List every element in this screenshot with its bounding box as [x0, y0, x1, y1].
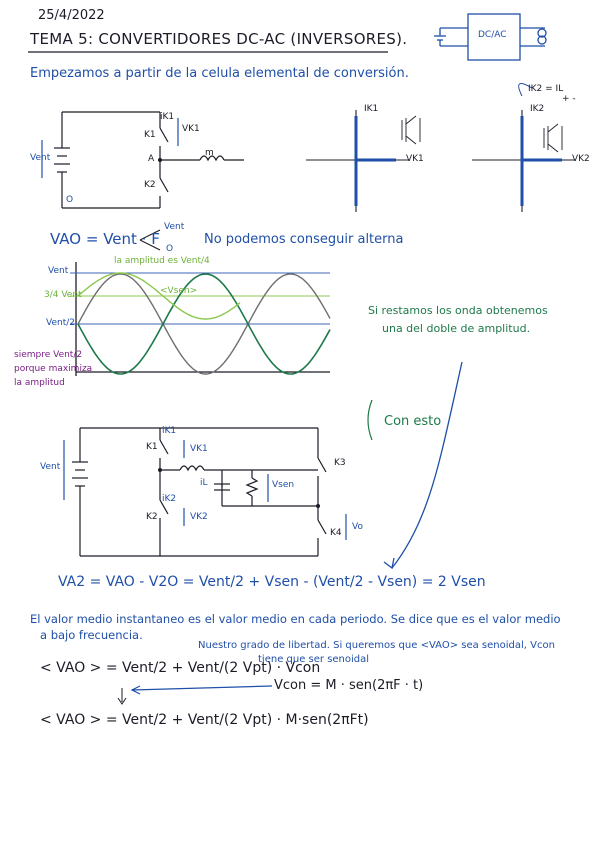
- wave-y-half: Vent/2: [46, 318, 75, 328]
- bridge-node-i: iL: [200, 478, 208, 488]
- wave-y-34: 3/4 Vent: [44, 290, 82, 300]
- eq1-option-top: Vent: [164, 222, 185, 232]
- bridge-k1: K1: [146, 442, 158, 452]
- bridge-k4: K4: [330, 528, 342, 538]
- eq1-remark: No podemos conseguir alterna: [204, 232, 404, 247]
- freedom-note-line2: tiene que ser senoidal: [258, 654, 370, 665]
- char2-note: IK2 = IL: [528, 84, 564, 94]
- bridge-vk1: VK1: [190, 444, 208, 454]
- bridge-ik2: iK2: [162, 494, 177, 504]
- equation-2: VA2 = VAO - V2O = Vent/2 + Vsen - (Vent/…: [58, 574, 486, 590]
- cell-ik1: iK1: [160, 112, 175, 122]
- dc-ac-label: DC/AC: [478, 30, 507, 40]
- igbt-symbol-2: [543, 123, 563, 153]
- wave-lime: [77, 272, 241, 320]
- char2-v-label: VK2: [572, 154, 590, 164]
- con-esto-bracket: [367, 399, 373, 441]
- bridge-k2: K2: [146, 512, 158, 522]
- bridge-vent: Vent: [40, 462, 61, 472]
- side-note-line1: Si restamos los onda obtenemos: [368, 304, 548, 317]
- vcon-arrow: [131, 685, 273, 691]
- bridge-vo: Vo: [352, 522, 363, 532]
- con-esto: Con esto: [384, 414, 442, 429]
- igbt-symbol-1: [401, 115, 421, 145]
- long-arrow: [391, 361, 463, 569]
- cell-k2: K2: [144, 180, 156, 190]
- cell-node-o: O: [66, 195, 74, 205]
- page-title: TEMA 5: CONVERTIDORES DC-AC (INVERSORES)…: [30, 30, 408, 48]
- bridge-ik1: iK1: [162, 426, 177, 436]
- wave-green: [77, 273, 331, 375]
- paragraph-line2: a bajo frecuencia.: [40, 628, 143, 642]
- cell-circuit: [54, 111, 244, 209]
- cell-arrows: [41, 118, 179, 178]
- cell-k1: K1: [144, 130, 156, 140]
- equation-4: < VAO > = Vent/2 + Vent/(2 Vpt) · M·sen(…: [40, 712, 369, 728]
- cell-inductor: m: [205, 148, 214, 158]
- char2-note-arrow: [518, 83, 533, 97]
- bridge-k3: K3: [334, 458, 346, 468]
- equation-3: < VAO > = Vent/2 + Vent/(2 Vpt) · Vcon: [40, 660, 321, 676]
- char1-trace: [354, 116, 396, 206]
- cell-node-a: A: [148, 154, 155, 164]
- bridge-circuit: [72, 427, 327, 557]
- char2-note2: + -: [562, 94, 576, 104]
- vcon-definition: Vcon = M · sen(2πF · t): [274, 678, 424, 693]
- cell-vent: Vent: [30, 153, 51, 163]
- date: 25/4/2022: [38, 8, 105, 23]
- waveform-levels: [70, 272, 330, 325]
- side-note-line2: una del doble de amplitud.: [382, 322, 531, 335]
- dc-ac-block: [434, 13, 547, 61]
- freedom-note-line1: Nuestro grado de libertad. Si queremos q…: [198, 640, 555, 651]
- wave-left-note-1: siempre Vent/2: [14, 350, 83, 360]
- char2-i-label: IK2: [530, 104, 545, 114]
- wave-amp-note: la amplitud es Vent/4: [114, 256, 210, 266]
- wave-y-top: Vent: [48, 266, 69, 276]
- char1-i-label: IK1: [364, 104, 379, 114]
- wave-vsen-label: <Vsen>: [160, 286, 198, 296]
- option-bracket: [139, 229, 161, 251]
- wave-left-note-3: la amplitud: [14, 378, 65, 388]
- intro-text: Empezamos a partir de la celula elementa…: [30, 66, 409, 81]
- wave-gray: [77, 273, 331, 375]
- paragraph-line1: El valor medio instantaneo es el valor m…: [30, 612, 561, 626]
- bridge-vsen: Vsen: [272, 480, 295, 490]
- char2-trace: [520, 116, 562, 206]
- char1-v-label: VK1: [406, 154, 424, 164]
- cell-vk1: VK1: [182, 124, 200, 134]
- wave-left-note-2: porque maximiza: [14, 364, 93, 374]
- equation-1: VAO = Vent · F: [50, 230, 160, 248]
- eq1-option-bottom: O: [166, 244, 174, 254]
- waveform-axes: [75, 262, 330, 376]
- bridge-vk2: VK2: [190, 512, 208, 522]
- bridge-arrows: [63, 440, 347, 540]
